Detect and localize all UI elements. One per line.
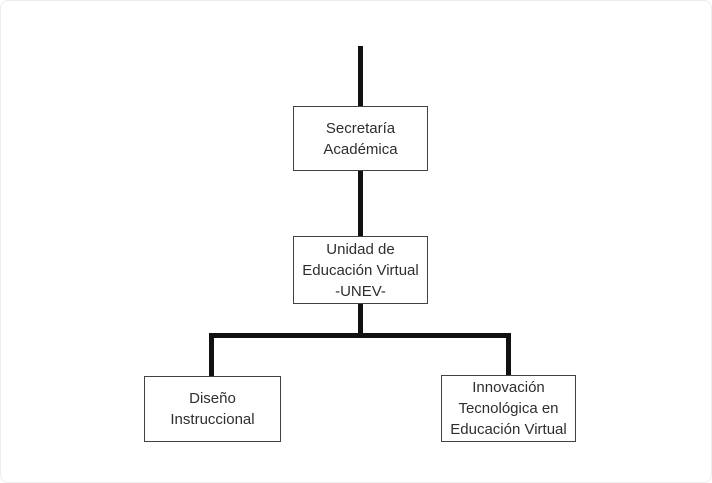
connector-drop-to-innovacion — [506, 333, 511, 376]
connector-drop-to-diseno — [209, 333, 214, 376]
node-diseno-instruccional: Diseño Instruccional — [144, 376, 281, 442]
node-secretaria-academica: Secretaría Académica — [293, 106, 428, 171]
connector-secretaria-to-unev — [358, 171, 363, 236]
connector-top-stub — [358, 46, 363, 106]
node-innovacion-tecnologica: Innovación Tecnológica en Educación Virt… — [441, 375, 576, 442]
node-unidad-educacion-virtual: Unidad de Educación Virtual -UNEV- — [293, 236, 428, 304]
connector-branch-horizontal — [209, 333, 511, 338]
connector-unev-down — [358, 304, 363, 335]
